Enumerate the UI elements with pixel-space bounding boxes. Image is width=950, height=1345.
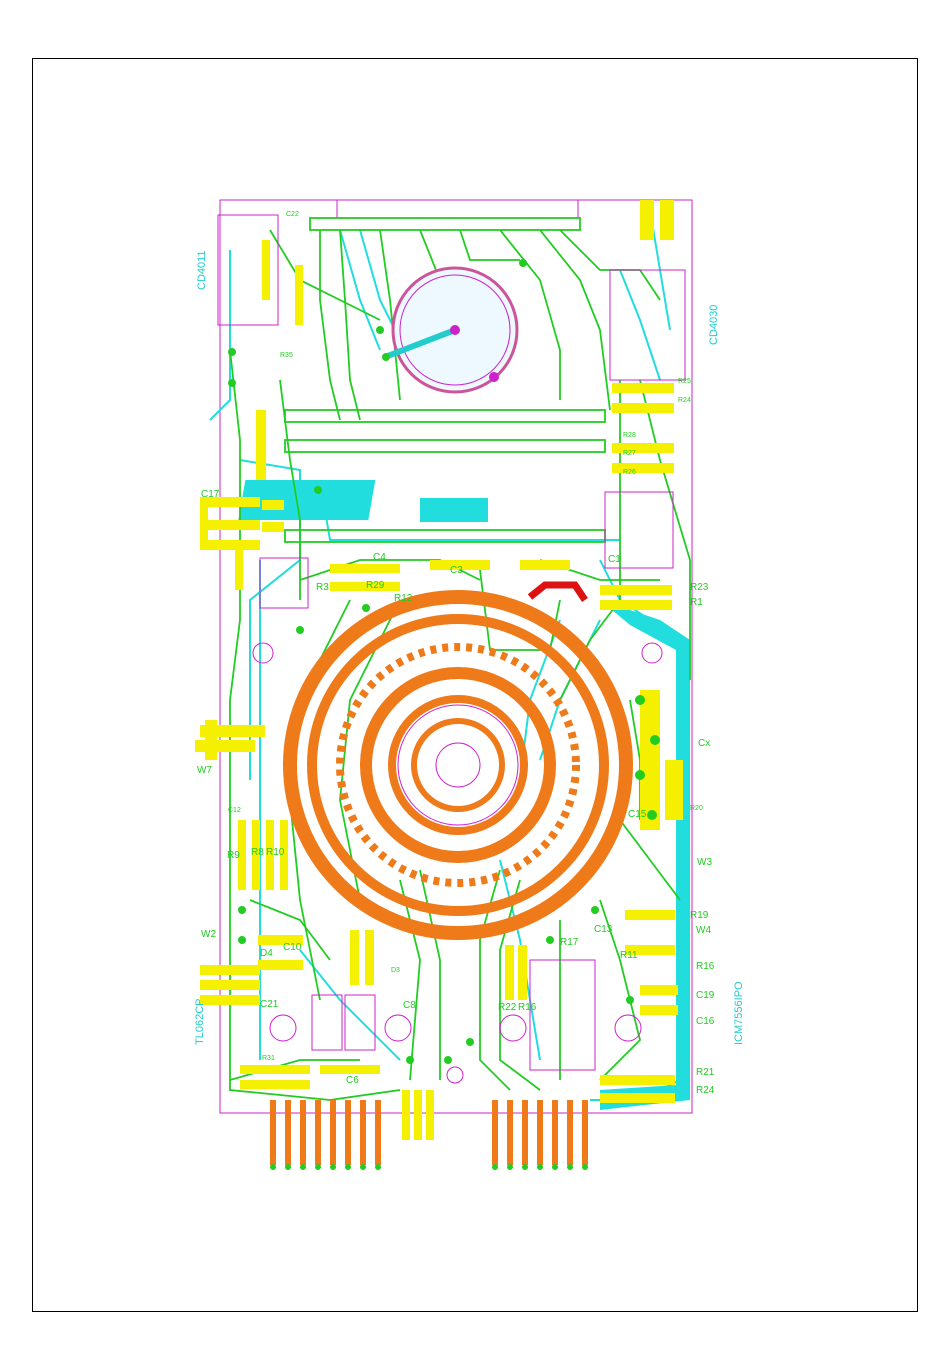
- ref-c21: C21: [260, 999, 279, 1010]
- component-outlines: [217, 214, 686, 1071]
- ref-r9: R9: [227, 850, 240, 861]
- ref-r3: R3: [316, 582, 329, 593]
- ref-w2: W2: [201, 929, 216, 940]
- lcd-window: [383, 266, 519, 394]
- rotary-switch: [283, 590, 633, 940]
- ref-r24: R24: [696, 1085, 715, 1096]
- ref-w4: W4: [696, 925, 711, 936]
- ref-c12: C12: [228, 807, 241, 814]
- ref-d3: D3: [391, 967, 400, 974]
- ref-c22: C22: [286, 211, 299, 218]
- ref-r17: R17: [560, 937, 579, 948]
- ref-c8: C8: [403, 1000, 416, 1011]
- ref-r11: R11: [620, 950, 638, 961]
- ref-r12: R12: [394, 593, 413, 604]
- ref-r20: R20: [690, 805, 703, 812]
- ref-c15: C15: [628, 809, 647, 820]
- chip-label-tl062: TL062CP: [194, 999, 206, 1045]
- ref-r16: R16: [518, 1002, 537, 1013]
- drawing-frame: [32, 58, 918, 1312]
- ref-c1: C1: [608, 554, 621, 565]
- ref-w3: W3: [697, 857, 712, 868]
- vias: [228, 259, 660, 1064]
- ref-c19: C19: [696, 990, 715, 1001]
- top-copper-traces: [229, 217, 691, 1101]
- ref-r27: R27: [623, 450, 636, 457]
- ref-c17: C17: [201, 489, 220, 500]
- ref-c16: C16: [696, 1016, 715, 1027]
- ref-r25: R25: [678, 378, 691, 385]
- bottom-copper-pours: [238, 480, 690, 1110]
- ref-r19: R19: [690, 910, 709, 921]
- ref-cx: Cx: [698, 738, 710, 749]
- ref-r24-top: R24: [678, 397, 691, 404]
- chip-label-icm7556: ICM7556IPO: [733, 981, 745, 1045]
- mounting-holes: [252, 642, 663, 1084]
- chip-label-cd4011: CD4011: [196, 250, 208, 290]
- edge-connector-fingers: [270, 1100, 588, 1165]
- ref-r26: R26: [623, 469, 636, 476]
- red-jumper: [527, 581, 588, 602]
- component-pads: [195, 200, 683, 1140]
- ref-c4: C4: [373, 552, 386, 563]
- ref-r1: R1: [690, 597, 703, 608]
- chip-label-cd4030: CD4030: [708, 305, 720, 345]
- ref-r23: R23: [690, 582, 709, 593]
- ref-w7: W7: [197, 765, 212, 776]
- ref-r16-right: R16: [696, 961, 715, 972]
- ref-r10: R10: [266, 847, 285, 858]
- ref-c3: C3: [450, 565, 463, 576]
- ref-c6: C6: [346, 1075, 359, 1086]
- ref-d4: D4: [260, 948, 273, 959]
- ref-c10: C10: [283, 942, 302, 953]
- ref-r29: R29: [366, 580, 385, 591]
- ref-r21: R21: [696, 1067, 715, 1078]
- ref-r22: R22: [498, 1002, 517, 1013]
- ref-r35: R35: [280, 352, 293, 359]
- ref-r31: R31: [262, 1055, 275, 1062]
- ref-c13: C13: [594, 924, 613, 935]
- edge-connector-tips: [270, 1164, 588, 1170]
- ref-r8: R8: [251, 847, 264, 858]
- ref-r28: R28: [623, 432, 636, 439]
